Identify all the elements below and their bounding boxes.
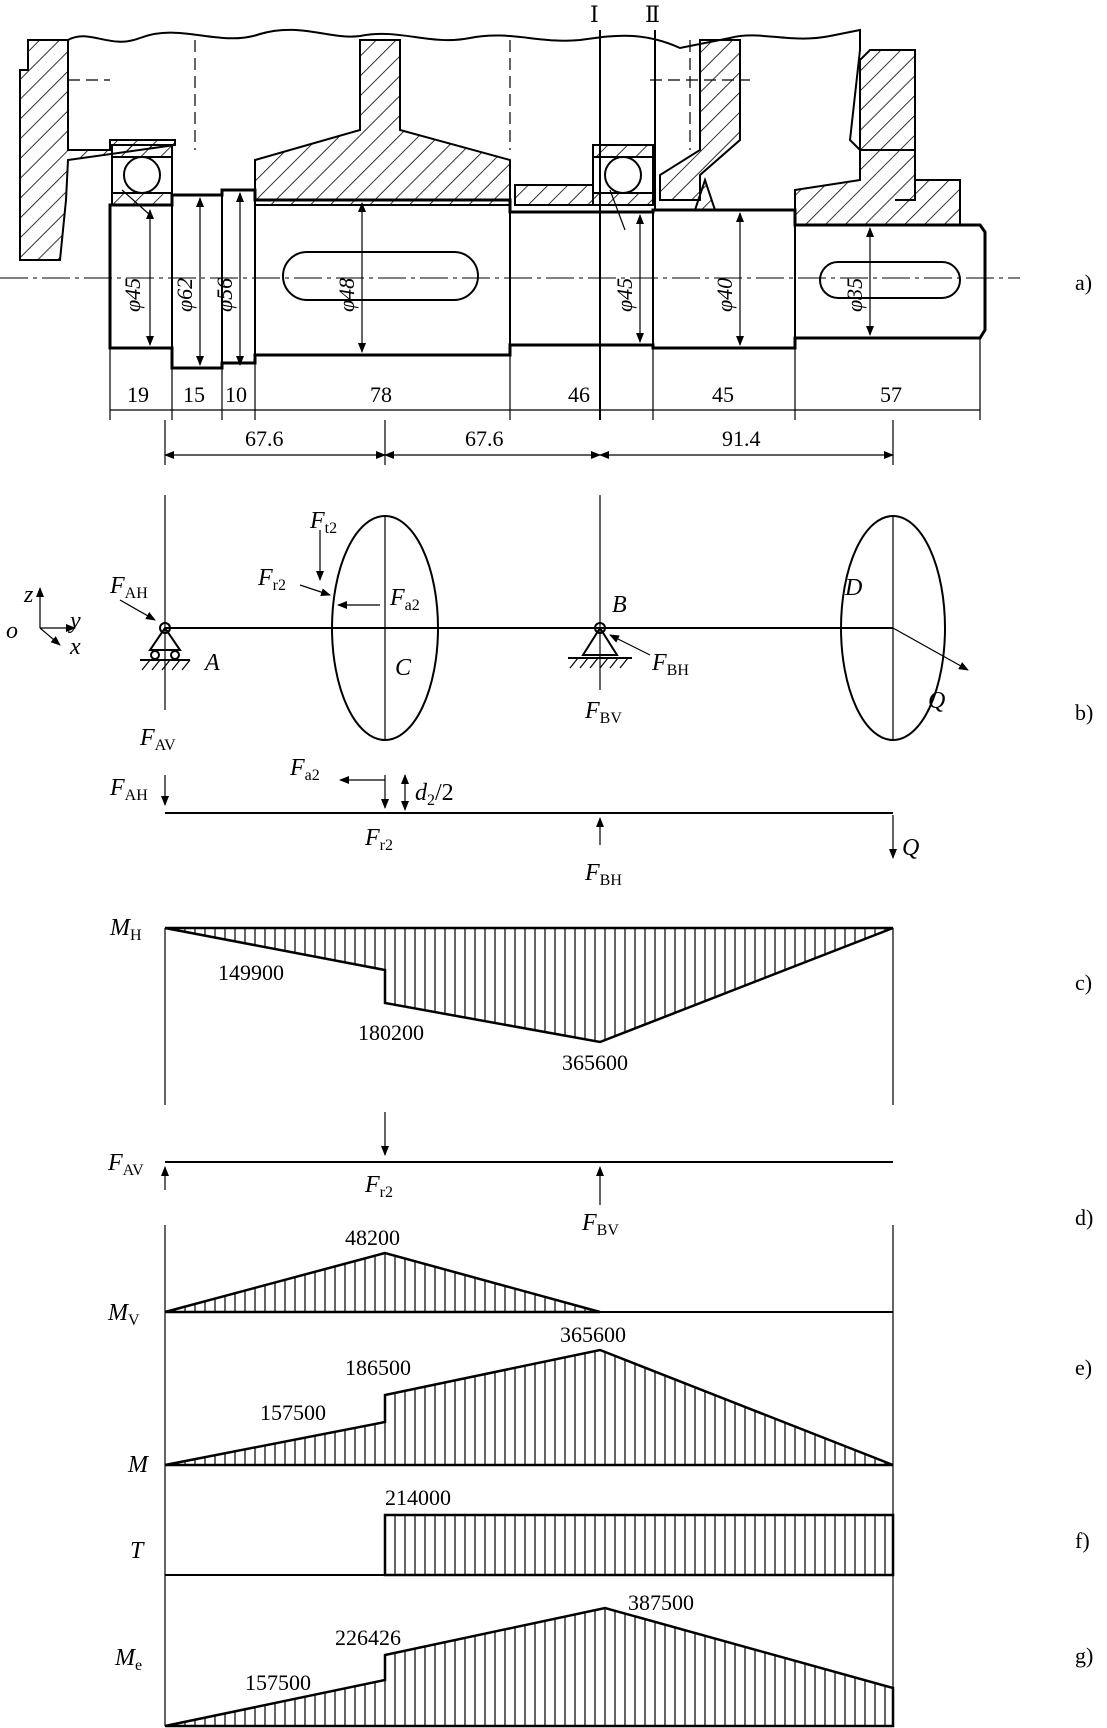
mh-axis-label: MH bbox=[109, 915, 142, 944]
spacer-sleeve bbox=[514, 184, 594, 206]
length-dimensions: 19 15 10 78 46 45 57 bbox=[109, 338, 981, 420]
len-15: 15 bbox=[183, 382, 205, 407]
housing-right bbox=[659, 39, 741, 201]
panel-e-label: e) bbox=[1075, 1355, 1092, 1380]
panel-f-torque-diagram: T 214000 f) bbox=[130, 1465, 1090, 1577]
force-fa2-label: Fa2 bbox=[389, 585, 420, 614]
beam-fr2-label: Fr2 bbox=[364, 825, 393, 854]
dia-45-left: φ45 bbox=[120, 278, 145, 312]
dia-35: φ35 bbox=[842, 278, 867, 312]
panel-c-mh-diagram: MH 149900 180200 365600 c) bbox=[109, 915, 1092, 1105]
axis-y-label: y bbox=[68, 608, 81, 634]
force-fah-label: FAH bbox=[109, 573, 148, 602]
axis-o-label: o bbox=[6, 618, 18, 644]
len-57: 57 bbox=[880, 382, 902, 407]
panel-e-m-diagram: M 157500 186500 365600 e) bbox=[127, 1315, 1092, 1478]
bearing-left bbox=[111, 144, 173, 206]
span-91-4: 91.4 bbox=[722, 426, 761, 451]
len-10: 10 bbox=[225, 382, 247, 407]
panel-g-me-diagram: Me 157500 226426 387500 g) bbox=[114, 1575, 1093, 1728]
mv-axis-label: MV bbox=[107, 1300, 140, 1329]
dia-40: φ40 bbox=[712, 278, 737, 312]
me-value-157500: 157500 bbox=[245, 1670, 311, 1695]
beam-fbh-label: FBH bbox=[584, 860, 622, 889]
len-46: 46 bbox=[568, 382, 590, 407]
support-b bbox=[568, 622, 632, 669]
panel-b-force-diagram: z o y x FAH FAV A Ft2 Fr2 Fa2 C B FBH FB… bbox=[6, 495, 1093, 889]
m-axis-label: M bbox=[127, 1452, 150, 1478]
beam-fah-label: FAH bbox=[109, 775, 148, 804]
point-d-label: D bbox=[844, 575, 862, 601]
mh-value-365600: 365600 bbox=[562, 1050, 628, 1075]
axis-x-label: x bbox=[69, 634, 81, 660]
dia-45-right: φ45 bbox=[612, 278, 637, 312]
torque-area bbox=[383, 1513, 895, 1577]
dia-48: φ48 bbox=[334, 278, 359, 312]
d2-half-label: d2/2 bbox=[415, 780, 454, 809]
len-78: 78 bbox=[370, 382, 392, 407]
mv-fav-label: FAV bbox=[107, 1150, 144, 1179]
axis-z-label: z bbox=[23, 582, 34, 608]
panel-f-label: f) bbox=[1075, 1528, 1090, 1553]
point-b-label: B bbox=[612, 592, 627, 618]
mh-area bbox=[164, 926, 894, 1044]
span-67-6-left: 67.6 bbox=[245, 426, 284, 451]
panel-c-label: c) bbox=[1075, 970, 1092, 995]
bearing-right bbox=[592, 144, 654, 206]
mh-value-180200: 180200 bbox=[358, 1020, 424, 1045]
span-dimensions: 67.6 67.6 91.4 bbox=[164, 420, 894, 465]
force-fr2-label: Fr2 bbox=[257, 565, 286, 594]
mv-fr2-label: Fr2 bbox=[364, 1172, 393, 1201]
force-fbv-label: FBV bbox=[584, 698, 622, 727]
panel-a-label: a) bbox=[1075, 270, 1092, 295]
section-II-label: Ⅱ bbox=[645, 2, 660, 27]
coupling-hub bbox=[794, 49, 961, 226]
mh-value-149900: 149900 bbox=[218, 960, 284, 985]
me-value-226426: 226426 bbox=[335, 1625, 401, 1650]
beam-fa2-label: Fa2 bbox=[289, 755, 320, 784]
m-value-365600: 365600 bbox=[560, 1322, 626, 1347]
me-axis-label: Me bbox=[114, 1645, 142, 1674]
len-19: 19 bbox=[127, 382, 149, 407]
force-fav-label: FAV bbox=[139, 725, 176, 754]
gear-hub bbox=[254, 39, 511, 206]
mv-area bbox=[164, 1251, 601, 1314]
beam-q-label: Q bbox=[902, 835, 919, 861]
mv-fbv-label: FBV bbox=[581, 1210, 619, 1239]
panel-a-shaft-drawing: Ⅰ Ⅱ φ45 φ62 φ56 φ48 φ45 φ40 φ35 19 bbox=[0, 2, 1092, 465]
support-a bbox=[140, 622, 191, 671]
keyway-gear bbox=[282, 251, 479, 301]
point-a-label: A bbox=[203, 650, 220, 676]
m-value-157500: 157500 bbox=[260, 1400, 326, 1425]
force-fbh-label: FBH bbox=[651, 650, 689, 679]
span-67-6-right: 67.6 bbox=[465, 426, 504, 451]
len-45: 45 bbox=[712, 382, 734, 407]
t-value-214000: 214000 bbox=[385, 1485, 451, 1510]
housing-top-outline bbox=[67, 28, 916, 201]
force-ft2-label: Ft2 bbox=[309, 508, 337, 537]
force-q-label: Q bbox=[928, 688, 945, 714]
coupling-d-ellipse bbox=[840, 515, 946, 741]
m-value-186500: 186500 bbox=[345, 1355, 411, 1380]
dia-56: φ56 bbox=[212, 278, 237, 312]
panel-g-label: g) bbox=[1075, 1643, 1093, 1668]
dia-62: φ62 bbox=[172, 278, 197, 312]
panel-b-label: b) bbox=[1075, 700, 1093, 725]
gear-c-ellipse bbox=[331, 515, 439, 741]
t-axis-label: T bbox=[130, 1538, 145, 1564]
me-value-387500: 387500 bbox=[628, 1590, 694, 1615]
mv-value-48200: 48200 bbox=[345, 1225, 400, 1250]
point-c-label: C bbox=[395, 655, 412, 681]
section-I-label: Ⅰ bbox=[590, 2, 599, 27]
me-area bbox=[164, 1606, 895, 1728]
panel-d-label: d) bbox=[1075, 1205, 1093, 1230]
panel-d-mv-diagram: FAV Fr2 FBV MV 48200 d) bbox=[107, 1112, 1093, 1329]
keyway-coupling bbox=[819, 261, 961, 299]
coordinate-axes: z o y x bbox=[6, 582, 81, 660]
